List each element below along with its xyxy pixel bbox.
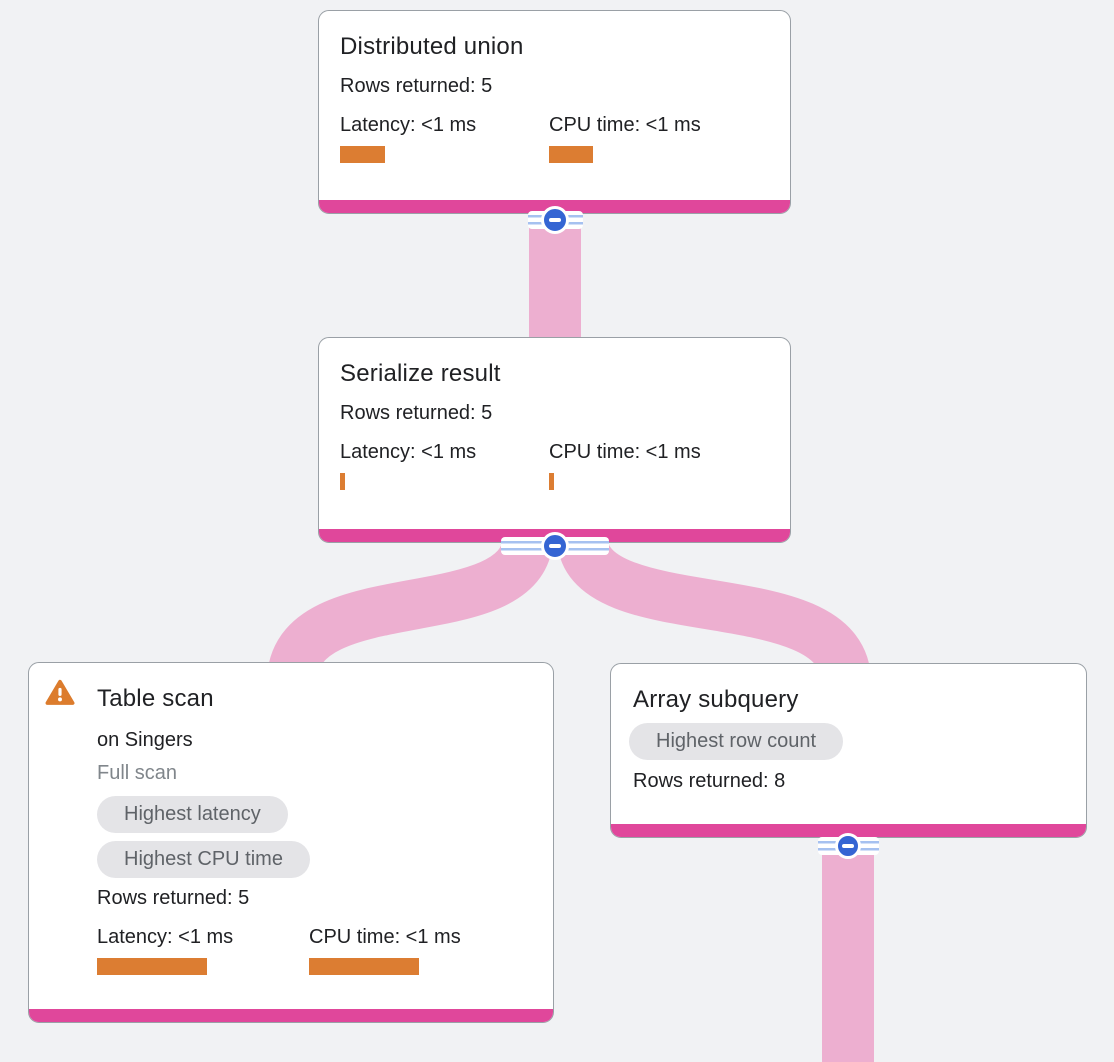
latency-label: Latency: <1 ms xyxy=(340,114,477,136)
badge-highest-latency: Highest latency xyxy=(97,796,288,833)
node-array-subquery[interactable]: Array subquery Highest row count Rows re… xyxy=(610,663,1087,838)
latency-bar xyxy=(340,473,345,490)
cpu-time-label: CPU time: <1 ms xyxy=(549,441,701,463)
node-title: Serialize result xyxy=(340,360,501,387)
minus-icon[interactable] xyxy=(835,833,861,859)
edge-array-subquery-down xyxy=(822,830,874,1062)
cpu-time-metric: CPU time: <1 ms xyxy=(309,926,461,975)
latency-bar xyxy=(340,146,385,163)
node-footer-accent-bar xyxy=(611,824,1086,837)
badge-highest-row-count: Highest row count xyxy=(629,723,844,760)
latency-metric: Latency: <1 ms xyxy=(340,114,476,163)
node-serialize-result[interactable]: Serialize result Rows returned: 5 Latenc… xyxy=(318,337,791,543)
cpu-time-metric: CPU time: <1 ms xyxy=(549,441,701,490)
minus-icon[interactable] xyxy=(541,532,569,560)
edge-serialize-result-to-table-scan xyxy=(267,535,553,685)
cpu-time-bar xyxy=(309,958,419,975)
node-title: Distributed union xyxy=(340,33,524,60)
node-subtitle: on Singers xyxy=(97,729,193,751)
rows-returned-text: Rows returned: 5 xyxy=(340,402,493,424)
minus-glyph xyxy=(842,844,854,848)
node-table-scan[interactable]: Table scan on Singers Full scan Highest … xyxy=(28,662,554,1023)
rows-returned-text: Rows returned: 8 xyxy=(633,770,786,792)
minus-glyph xyxy=(549,218,561,222)
cpu-time-label: CPU time: <1 ms xyxy=(549,114,701,136)
latency-bar xyxy=(97,958,207,975)
cpu-time-bar xyxy=(549,146,593,163)
rows-returned-text: Rows returned: 5 xyxy=(97,887,250,909)
badge-highest-cpu-time: Highest CPU time xyxy=(97,841,310,878)
cpu-time-bar xyxy=(549,473,554,490)
cpu-time-metric: CPU time: <1 ms xyxy=(549,114,701,163)
scan-type-text: Full scan xyxy=(97,762,178,784)
node-footer-accent-bar xyxy=(29,1009,553,1022)
node-title: Table scan xyxy=(97,685,214,712)
node-title: Array subquery xyxy=(633,686,799,713)
latency-metric: Latency: <1 ms xyxy=(97,926,233,975)
rows-returned-text: Rows returned: 5 xyxy=(340,75,493,97)
cpu-time-label: CPU time: <1 ms xyxy=(309,926,461,948)
minus-glyph xyxy=(549,544,561,548)
latency-label: Latency: <1 ms xyxy=(340,441,477,463)
latency-label: Latency: <1 ms xyxy=(97,926,234,948)
edge-serialize-result-to-array-subquery xyxy=(557,534,871,685)
latency-metric: Latency: <1 ms xyxy=(340,441,476,490)
warning-triangle-icon xyxy=(45,679,75,705)
node-distributed-union[interactable]: Distributed union Rows returned: 5 Laten… xyxy=(318,10,791,214)
minus-icon[interactable] xyxy=(541,206,569,234)
